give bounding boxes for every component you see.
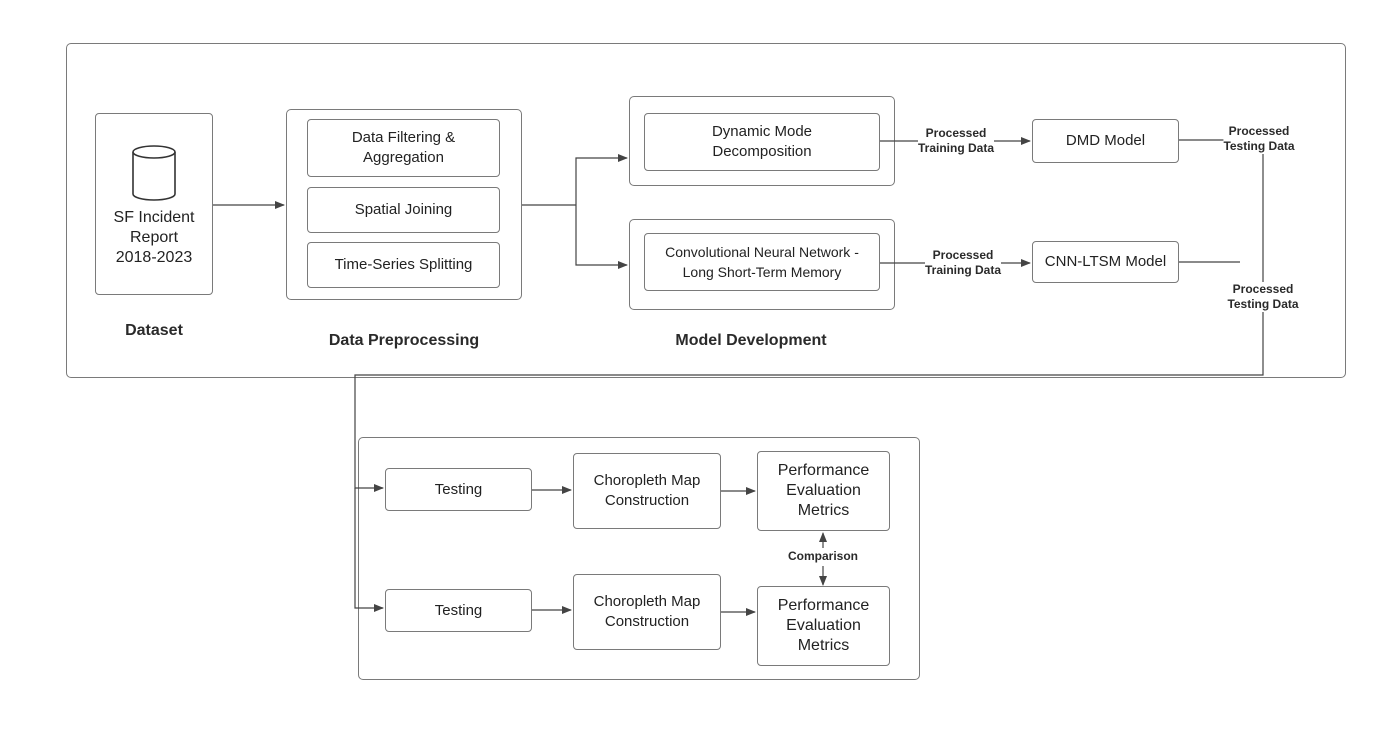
spatial-joining-node: Spatial Joining (307, 187, 500, 233)
dataset-stage-title: Dataset (125, 322, 183, 339)
time-series-splitting-node: Time-Series Splitting (307, 242, 500, 288)
edge-branch-to-dmd (575, 154, 628, 205)
node-label: Choropleth Map Construction (593, 472, 701, 509)
edge-to-testing-2 (354, 488, 384, 612)
preprocessing-stage-title: Data Preprocessing (328, 332, 480, 349)
node-label: Performance Evaluation Metrics (777, 462, 870, 519)
testing-node-1: Testing (385, 468, 532, 511)
performance-metrics-node-2: Performance Evaluation Metrics (757, 586, 890, 666)
model-development-stage-title: Model Development (675, 332, 827, 349)
node-label: SF Incident Report 2018-2023 (113, 209, 195, 266)
dmd-model-node: DMD Model (1032, 119, 1179, 163)
node-label: CNN-LTSM Model (1044, 253, 1167, 270)
node-label: Convolutional Neural Network - Long Shor… (665, 244, 859, 280)
dmd-method-node: Dynamic Mode Decomposition (644, 113, 880, 171)
database-icon (132, 145, 176, 201)
choropleth-node-2: Choropleth Map Construction (573, 574, 721, 650)
cnn-training-data-label: Processed Training Data (924, 248, 1002, 278)
choropleth-node-1: Choropleth Map Construction (573, 453, 721, 529)
dmd-training-data-label: Processed Training Data (917, 126, 995, 156)
data-filtering-node: Data Filtering & Aggregation (307, 119, 500, 177)
testing-node-2: Testing (385, 589, 532, 632)
node-label: Time-Series Splitting (334, 256, 473, 273)
node-label: Data Filtering & Aggregation (351, 129, 456, 166)
dmd-testing-data-label: Processed Testing Data (1223, 124, 1295, 154)
edge-branch-to-cnn (575, 205, 628, 269)
cnn-lstm-method-node: Convolutional Neural Network - Long Shor… (644, 233, 880, 291)
node-label: Choropleth Map Construction (593, 593, 701, 630)
performance-metrics-node-1: Performance Evaluation Metrics (757, 451, 890, 531)
cnn-testing-data-label: Processed Testing Data (1227, 282, 1299, 312)
node-label: Testing (434, 480, 483, 498)
sf-incident-dataset-node: SF Incident Report 2018-2023 (95, 113, 213, 295)
node-label: Testing (434, 601, 483, 619)
node-label: Performance Evaluation Metrics (777, 597, 870, 654)
cnn-ltsm-model-node: CNN-LTSM Model (1032, 241, 1179, 283)
node-label: Spatial Joining (354, 201, 453, 218)
comparison-label: Comparison (787, 549, 859, 564)
node-label: DMD Model (1065, 132, 1146, 149)
node-label: Dynamic Mode Decomposition (711, 123, 813, 160)
